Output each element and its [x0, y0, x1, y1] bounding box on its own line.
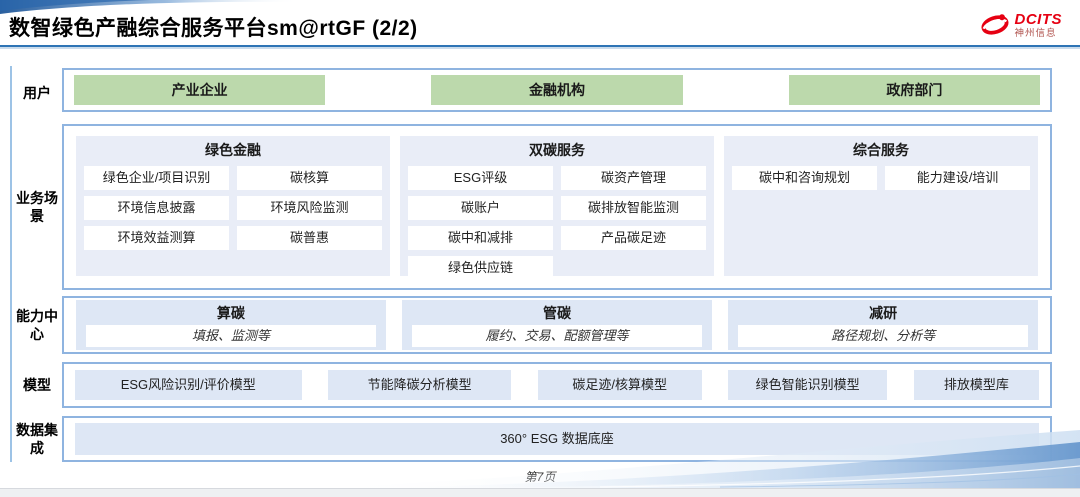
capability-carbon-accounting: 算碳 填报、监测等 [76, 300, 386, 350]
scenario-item: 碳排放智能监测 [561, 196, 706, 220]
user-chip-industry-enterprise: 产业企业 [74, 75, 326, 105]
model-emission-library: 排放模型库 [913, 370, 1039, 400]
dcits-logo: DCITS 神州信息 [980, 12, 1063, 39]
capability-title: 管碳 [543, 305, 571, 321]
scenario-item: 绿色供应链 [408, 256, 553, 280]
scenario-item: 环境信息披露 [84, 196, 229, 220]
panel-title: 绿色金融 [205, 142, 261, 158]
row-business-scenarios: 业务场景 绿色金融 绿色企业/项目识别 碳核算 环境信息披露 环境风险监测 环境… [12, 124, 1052, 290]
capabilities-container: 算碳 填报、监测等 管碳 履约、交易、配额管理等 减研 路径规划、分析等 [62, 296, 1052, 354]
row-label-users: 用户 [23, 84, 51, 101]
row-label-data-integration: 数据集成 [16, 421, 58, 456]
model-green-ai-recognition: 绿色智能识别模型 [728, 370, 888, 400]
bottom-bar [0, 488, 1080, 497]
scenario-item: 碳普惠 [237, 226, 382, 250]
title-underline [0, 45, 1080, 47]
scenario-item: ESG评级 [408, 166, 553, 190]
panel-title: 综合服务 [853, 142, 909, 158]
user-chip-government: 政府部门 [788, 75, 1040, 105]
scenario-item: 环境效益测算 [84, 226, 229, 250]
scenarios-container: 绿色金融 绿色企业/项目识别 碳核算 环境信息披露 环境风险监测 环境效益测算 … [62, 124, 1052, 290]
row-label-business-scenarios: 业务场景 [16, 189, 58, 224]
scenario-item: 能力建设/培训 [885, 166, 1030, 190]
scenario-item: 碳资产管理 [561, 166, 706, 190]
models-container: ESG风险识别/评价模型 节能降碳分析模型 碳足迹/核算模型 绿色智能识别模型 … [62, 362, 1052, 408]
capability-description: 填报、监测等 [86, 325, 376, 347]
capability-description: 路径规划、分析等 [738, 325, 1028, 347]
panel-comprehensive-services: 综合服务 碳中和咨询规划 能力建设/培训 [724, 136, 1038, 276]
top-left-swoosh-decoration [0, 0, 300, 14]
scenario-item: 绿色企业/项目识别 [84, 166, 229, 190]
scenario-item: 环境风险监测 [237, 196, 382, 220]
capability-reduction-research: 减研 路径规划、分析等 [728, 300, 1038, 350]
capability-title: 算碳 [216, 305, 245, 321]
row-capability-center: 能力中心 算碳 填报、监测等 管碳 履约、交易、配额管理等 减研 路径规划、分析… [12, 296, 1052, 354]
bottom-right-swoosh-decoration [300, 430, 1080, 488]
scenario-item: 碳中和减排 [408, 226, 553, 250]
row-users: 用户 产业企业 金融机构 政府部门 [12, 68, 1052, 118]
model-carbon-footprint: 碳足迹/核算模型 [537, 370, 702, 400]
user-chip-financial-institution: 金融机构 [431, 75, 683, 105]
page-title: 数智绿色产融综合服务平台sm@rtGF (2/2) [9, 17, 418, 40]
row-label-models: 模型 [23, 376, 51, 393]
model-energy-saving: 节能降碳分析模型 [328, 370, 512, 400]
architecture-diagram: 用户 产业企业 金融机构 政府部门 业务场景 绿色金融 绿色企业/项目识别 碳核… [10, 66, 1052, 462]
panel-title: 双碳服务 [529, 142, 585, 158]
scenario-item: 碳账户 [408, 196, 553, 220]
panel-green-finance: 绿色金融 绿色企业/项目识别 碳核算 环境信息披露 环境风险监测 环境效益测算 … [76, 136, 390, 276]
scenario-item: 碳核算 [237, 166, 382, 190]
scenario-item: 碳中和咨询规划 [732, 166, 877, 190]
panel-dual-carbon-services: 双碳服务 ESG评级 碳资产管理 碳账户 碳排放智能监测 碳中和减排 产品碳足迹… [400, 136, 714, 280]
scenario-item: 产品碳足迹 [561, 226, 706, 250]
dcits-logo-text: DCITS 神州信息 [1015, 12, 1063, 39]
capability-carbon-management: 管碳 履约、交易、配额管理等 [402, 300, 712, 350]
capability-title: 减研 [869, 305, 898, 321]
panel-grid: 碳中和咨询规划 能力建设/培训 [732, 166, 1030, 190]
row-label-capability-center: 能力中心 [16, 307, 58, 342]
logo-brand: DCITS [1014, 11, 1062, 28]
capability-description: 履约、交易、配额管理等 [412, 325, 702, 347]
panel-grid: ESG评级 碳资产管理 碳账户 碳排放智能监测 碳中和减排 产品碳足迹 绿色供应… [408, 166, 706, 280]
users-container: 产业企业 金融机构 政府部门 [62, 68, 1052, 112]
dcits-logo-icon [981, 14, 1008, 35]
panel-grid: 绿色企业/项目识别 碳核算 环境信息披露 环境风险监测 环境效益测算 碳普惠 [84, 166, 382, 250]
logo-subtitle: 神州信息 [1014, 28, 1057, 39]
model-esg-risk: ESG风险识别/评价模型 [75, 370, 302, 400]
row-models: 模型 ESG风险识别/评价模型 节能降碳分析模型 碳足迹/核算模型 绿色智能识别… [12, 362, 1052, 408]
